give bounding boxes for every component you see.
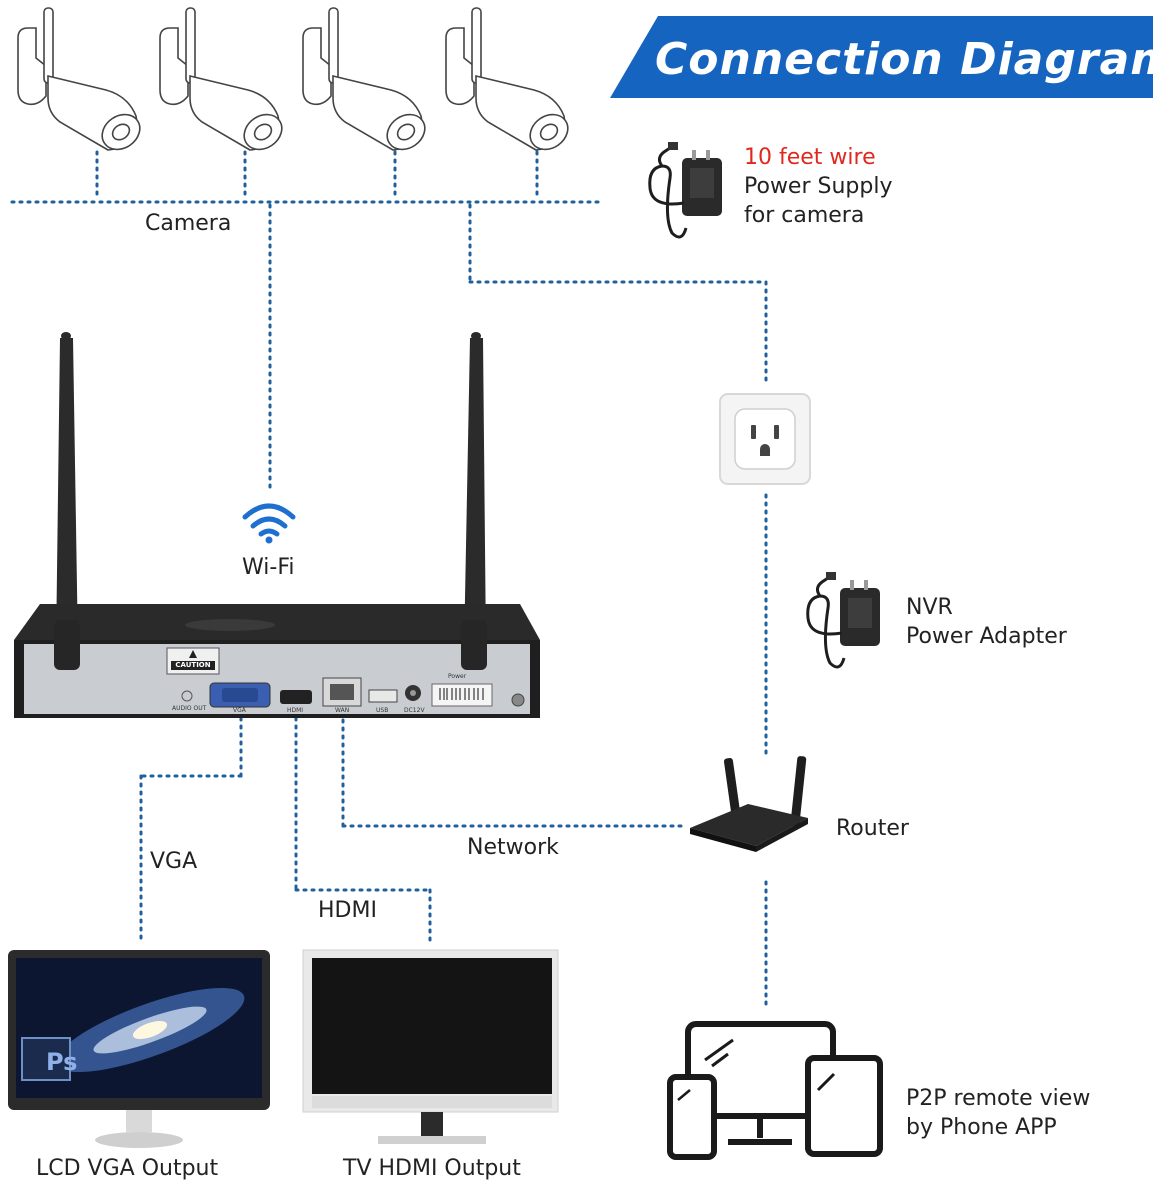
power-adapter-icon <box>648 140 724 239</box>
power-supply-sub-label: for camera <box>744 203 865 228</box>
lcd-output-label: LCD VGA Output <box>36 1156 219 1181</box>
p2p-label: P2P remote view <box>906 1086 1091 1111</box>
lcd-monitor-icon <box>8 950 270 1148</box>
camera-icon <box>17 7 576 158</box>
nvr-label: NVR <box>906 595 953 620</box>
nvr-hdmi-port-label: HDMI <box>287 707 304 714</box>
power-supply-label: Power Supply <box>744 174 893 199</box>
hdmi-label: HDMI <box>318 898 377 923</box>
nvr-caution-label: CAUTION <box>175 661 211 669</box>
nvr-audio-out-label: AUDIO OUT <box>172 705 207 712</box>
tv-output-label: TV HDMI Output <box>343 1156 521 1181</box>
nvr-power-adapter-label: Power Adapter <box>906 624 1067 649</box>
nvr-usb-port-label: USB <box>376 707 389 714</box>
nvr-power-adapter-icon <box>806 570 882 669</box>
router-icon <box>690 756 808 852</box>
router-label: Router <box>836 816 909 841</box>
nvr-device-icon <box>14 332 540 718</box>
wifi-label: Wi-Fi <box>242 555 295 580</box>
nvr-wan-port-label: WAN <box>335 707 350 714</box>
nvr-dc-port-label: DC12V <box>404 707 425 714</box>
vga-label: VGA <box>150 849 198 874</box>
monitor-badge: Ps <box>46 1048 77 1076</box>
camera-label: Camera <box>145 211 232 236</box>
nvr-power-label: Power <box>448 673 467 680</box>
title-banner <box>610 16 1153 98</box>
wall-outlet-icon <box>719 393 811 485</box>
connection-lines <box>10 150 768 1012</box>
nvr-vga-port-label: VGA <box>233 707 246 714</box>
page-title: Connection Diagram <box>655 34 1153 85</box>
p2p-app-label: by Phone APP <box>906 1115 1057 1140</box>
power-supply-wire-label: 10 feet wire <box>744 145 876 170</box>
network-label: Network <box>467 835 559 860</box>
wifi-icon <box>242 503 296 544</box>
tv-monitor-icon <box>302 949 559 1144</box>
devices-icon <box>667 1021 883 1160</box>
